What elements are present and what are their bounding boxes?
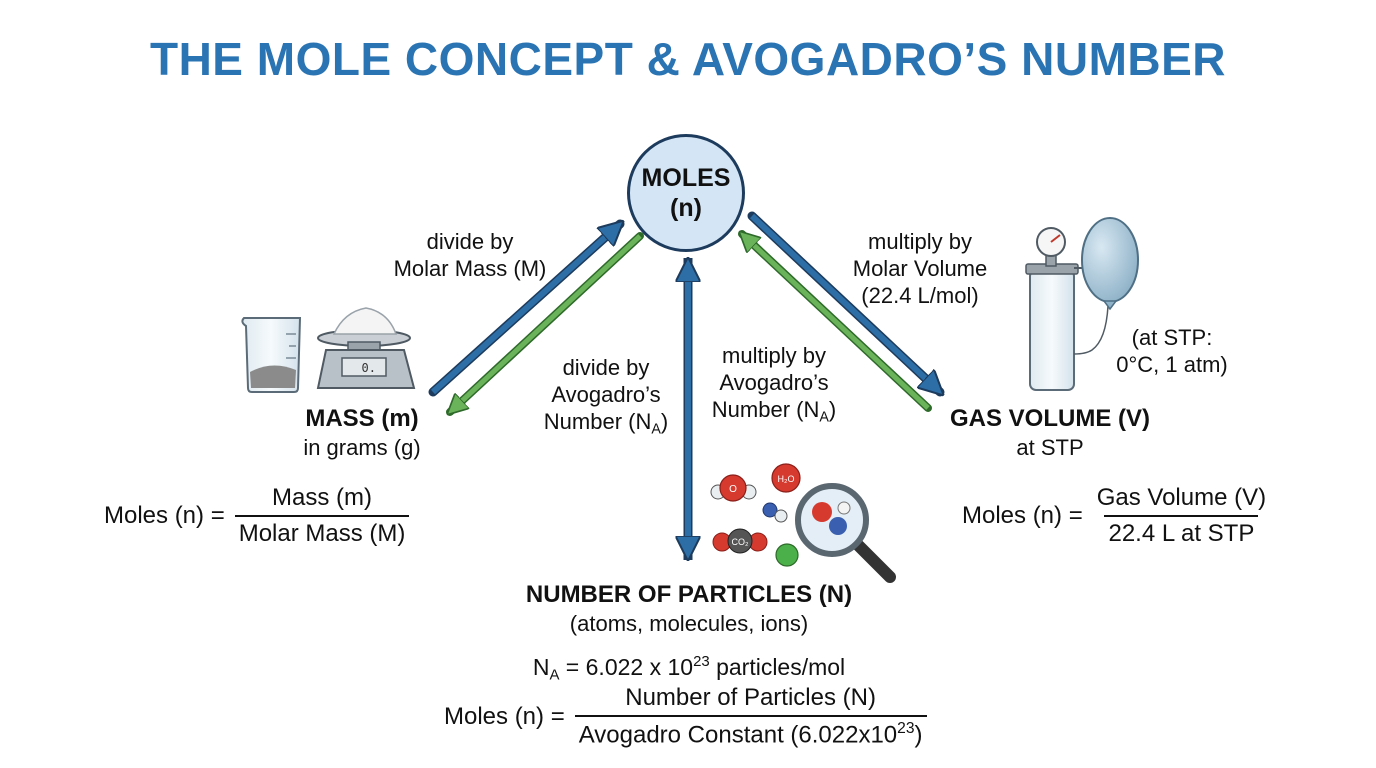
particles-formula: Moles (n) = Number of Particles (N) Avog… bbox=[444, 684, 927, 749]
particles-multiply-label: multiply by Avogadro’s Number (NA) bbox=[711, 343, 837, 426]
mass-subheading: in grams (g) bbox=[303, 435, 421, 460]
arrow-mass-to-moles bbox=[430, 224, 620, 395]
particles-subheading: (atoms, molecules, ions) bbox=[569, 611, 809, 636]
scale-display: 0. bbox=[362, 361, 376, 375]
balloon-icon bbox=[1081, 217, 1139, 311]
moles-node: MOLES (n) bbox=[627, 134, 745, 252]
arrow-moles-to-gas bbox=[749, 213, 940, 392]
gas-subheading: at STP bbox=[1016, 435, 1084, 460]
gas-arrow-label: multiply by Molar Volume (22.4 L/mol) bbox=[852, 229, 988, 308]
co2-label: CO₂ bbox=[732, 537, 750, 547]
particles-heading: NUMBER OF PARTICLES (N) bbox=[525, 581, 853, 608]
water-molecule-icon: H₂O bbox=[771, 463, 801, 493]
molecules-icon: O H₂O CO₂ bbox=[710, 463, 801, 567]
green-atom-icon bbox=[775, 543, 799, 567]
avogadro-number-line: NA = 6.022 x 1023 particles/mol bbox=[532, 653, 846, 684]
co2-molecule-icon: CO₂ bbox=[712, 528, 768, 554]
particles-divide-label: divide by Avogadro’s Number (NA) bbox=[543, 355, 669, 438]
gas-volume-node: GAS VOLUME (V) at STP bbox=[950, 404, 1150, 461]
digital-scale-icon: 0. bbox=[316, 307, 416, 389]
water-o-label: O bbox=[729, 484, 737, 495]
moles-symbol: (n) bbox=[670, 194, 702, 222]
gas-heading: GAS VOLUME (V) bbox=[949, 405, 1151, 432]
mass-formula: Moles (n) = Mass (m) Molar Mass (M) bbox=[104, 484, 410, 548]
stp-note: (at STP: 0°C, 1 atm) bbox=[1116, 325, 1228, 377]
arrow-moles-to-mass bbox=[450, 234, 642, 412]
arrow-gas-to-moles bbox=[742, 234, 930, 410]
mass-heading: MASS (m) bbox=[305, 405, 419, 432]
gas-formula: Moles (n) = Gas Volume (V) 22.4 L at STP bbox=[962, 484, 1267, 547]
particles-node: NUMBER OF PARTICLES (N) (atoms, molecule… bbox=[526, 580, 852, 637]
gas-cylinder-icon bbox=[1025, 227, 1109, 391]
mass-arrow-label: divide by Molar Mass (M) bbox=[393, 229, 547, 281]
mass-node: MASS (m) in grams (g) bbox=[303, 404, 420, 461]
oxygen-molecule-icon: O bbox=[710, 474, 757, 502]
beaker-icon bbox=[241, 317, 302, 393]
magnifying-glass-icon bbox=[795, 483, 896, 583]
page-title: THE MOLE CONCEPT & AVOGADRO’S NUMBER bbox=[149, 33, 1227, 85]
water-h2o-label: H₂O bbox=[778, 474, 795, 484]
moles-label: MOLES bbox=[641, 164, 731, 192]
nitrogen-molecule-icon bbox=[762, 502, 788, 523]
